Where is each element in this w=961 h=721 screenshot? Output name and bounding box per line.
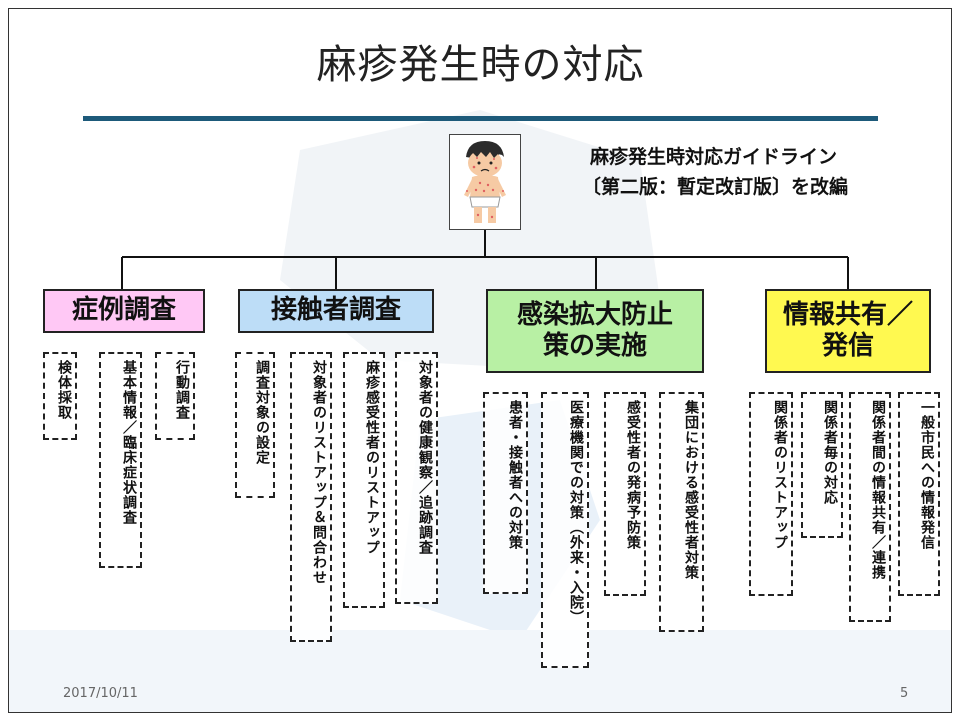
item-patient-contact-measures: 患者・接触者への対策 <box>483 392 528 594</box>
item-onset-prevention: 感受性者の発病予防策 <box>604 392 646 596</box>
item-group-measures: 集団における感受性者対策 <box>659 392 704 632</box>
category-information-sharing: 情報共有／発信 <box>765 289 931 373</box>
item-behavior-investigation: 行動調査 <box>155 352 195 440</box>
slide-title: 麻疹発生時の対応 <box>316 42 645 88</box>
category-spread-prevention-label: 感染拡大防止策の実施 <box>516 299 673 361</box>
category-spread-prevention: 感染拡大防止策の実施 <box>486 289 704 373</box>
item-stakeholder-response: 関係者毎の対応 <box>801 392 843 538</box>
item-public-information: 一般市民への情報発信 <box>898 392 940 596</box>
item-target-setting: 調査対象の設定 <box>235 352 275 498</box>
item-health-observation: 対象者の健康観察／追跡調査 <box>395 352 438 604</box>
slide-number: 5 <box>900 686 909 701</box>
category-contact-investigation: 接触者調査 <box>238 289 434 333</box>
child-with-measles-rash-icon <box>464 141 506 223</box>
category-case-investigation: 症例調査 <box>43 289 205 333</box>
item-susceptible-listing: 麻疹感受性者のリストアップ <box>343 352 385 608</box>
item-target-listing-inquiry: 対象者のリストアップ＆問合わせ <box>290 352 332 642</box>
item-basic-info-clinical: 基本情報／臨床症状調査 <box>99 352 142 568</box>
slide-date: 2017/10/11 <box>63 686 138 701</box>
reference-note: 麻疹発生時対応ガイドライン 〔第二版：暫定改訂版〕を改編 <box>582 142 848 202</box>
child-illustration <box>449 134 521 230</box>
category-information-sharing-label: 情報共有／発信 <box>783 299 914 361</box>
reference-line-2: 〔第二版：暫定改訂版〕を改編 <box>582 176 849 198</box>
item-info-sharing-coordination: 関係者間の情報共有／連携 <box>849 392 891 622</box>
item-stakeholder-listing: 関係者のリストアップ <box>749 392 793 596</box>
item-medical-facility-measures: 医療機関での対策（外来・入院） <box>541 392 589 668</box>
title-underline <box>83 116 878 121</box>
reference-line-1: 麻疹発生時対応ガイドライン <box>590 146 838 168</box>
item-specimen-collection: 検体採取 <box>43 352 77 440</box>
